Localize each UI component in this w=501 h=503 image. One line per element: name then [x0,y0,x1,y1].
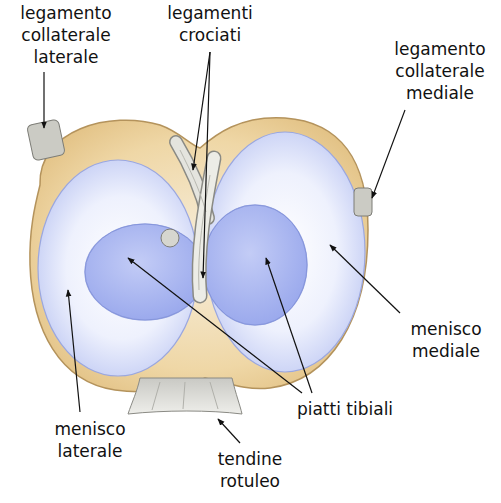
part-label: legamento collaterale mediale [385,38,495,104]
label-holder: piatti tibiali [265,398,425,420]
leader-line [203,52,210,278]
ligament-fibres [180,150,210,290]
lateral-plateau [85,224,205,320]
lateral-collateral-ligament [27,119,66,161]
tendon-fibres [152,382,218,410]
part-label: menisco laterale [40,418,140,462]
part-label: piatti tibiali [265,398,425,420]
ligament-stump [161,229,179,247]
medial-collateral-ligament [354,188,372,216]
leader-line [330,245,400,313]
leader-line [68,290,80,412]
tibia-bone [30,118,368,392]
leader-line [128,258,302,393]
leader-line [218,419,240,443]
label-holder: menisco laterale [40,418,140,462]
leader-line [43,72,44,128]
lateral-meniscus [38,160,205,376]
leader-line [372,110,405,198]
part-label: legamenti crociati [154,2,266,46]
label-holder: menisco mediale [396,318,496,362]
label-holder: tendine rotuleo [200,448,300,492]
patellar-tendon [128,378,242,414]
medial-meniscus [203,132,365,372]
part-label: legamento collaterale laterale [10,2,122,68]
part-label: tendine rotuleo [200,448,300,492]
medial-plateau [203,205,307,325]
part-label: menisco mediale [396,318,496,362]
label-holder: legamenti crociati [154,2,266,46]
label-holder: legamento collaterale laterale [10,2,122,68]
leader-line [266,258,312,393]
label-holder: legamento collaterale mediale [385,38,495,104]
